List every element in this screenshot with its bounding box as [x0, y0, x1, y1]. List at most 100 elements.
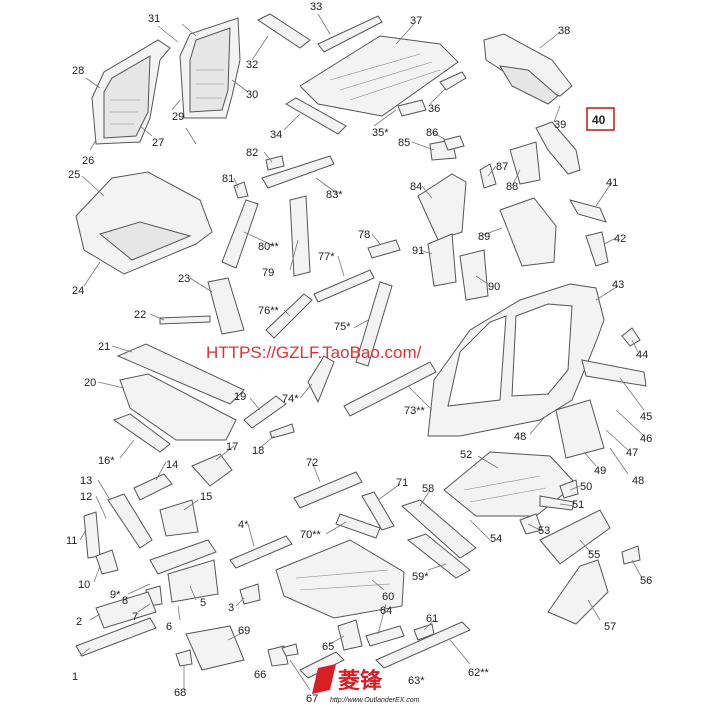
- label-22: 22: [134, 309, 146, 321]
- roof-panel: [299, 35, 459, 117]
- label-52: 52: [460, 449, 472, 461]
- label-79: 79: [262, 267, 274, 279]
- label-13: 13: [80, 475, 92, 487]
- side-reinforcements: [265, 269, 437, 417]
- brand-logo-mark: [312, 664, 336, 694]
- label-71: 71: [396, 477, 408, 489]
- label-85: 85: [398, 137, 410, 149]
- label-48-left: 48: [514, 431, 526, 443]
- label-77: 77*: [318, 251, 335, 263]
- label-28: 28: [72, 65, 84, 77]
- small-gusset: [239, 583, 261, 605]
- brand-logo: 菱锋 http://www.OutlanderEX.com: [312, 664, 420, 704]
- label-83: 83*: [326, 189, 343, 201]
- label-43: 43: [612, 279, 624, 291]
- label-5: 5: [200, 597, 206, 609]
- label-36: 36: [428, 103, 440, 115]
- label-4: 4*: [238, 519, 249, 531]
- label-50: 50: [580, 481, 592, 493]
- label-26: 26: [82, 155, 94, 167]
- label-49: 49: [594, 465, 606, 477]
- label-41: 41: [606, 177, 618, 189]
- label-73: 73**: [404, 405, 426, 417]
- dash-lower-member: [229, 535, 293, 569]
- label-76: 76**: [258, 305, 280, 317]
- leader-lines: [79, 13, 645, 691]
- roof-front-rail: [257, 13, 383, 135]
- label-9: 9*: [110, 589, 121, 601]
- a-pillar-reinforcements: [207, 195, 311, 335]
- crossmember-parts: [175, 619, 435, 671]
- label-40: 40: [592, 113, 606, 127]
- label-24: 24: [72, 285, 84, 297]
- instrument-panel-bar: [159, 315, 211, 325]
- tow-bracket: [621, 545, 641, 565]
- label-65: 65: [322, 641, 334, 653]
- rear-panel: [555, 359, 647, 459]
- fuel-filler-cap: [621, 327, 641, 347]
- label-56: 56: [640, 575, 652, 587]
- brand-logo-url: http://www.OutlanderEX.com: [330, 697, 420, 704]
- front-door-outer: [91, 39, 171, 145]
- tailgate: [483, 33, 573, 105]
- rear-wheelhouse: [417, 173, 557, 301]
- label-39: 39: [554, 119, 566, 131]
- label-69: 69: [238, 625, 250, 637]
- label-30: 30: [246, 89, 258, 101]
- brand-logo-text: 菱锋: [338, 668, 383, 693]
- label-75: 75*: [334, 321, 351, 333]
- rear-corner-brackets: [568, 199, 609, 267]
- label-45: 45: [640, 411, 652, 423]
- label-1: 1: [72, 671, 78, 683]
- front-bumper-beams: [75, 591, 157, 657]
- rear-floor-brackets: [519, 479, 579, 535]
- label-54: 54: [490, 533, 502, 545]
- label-82: 82: [246, 147, 258, 159]
- label-58: 58: [422, 483, 434, 495]
- label-14: 14: [166, 459, 178, 471]
- highlight-box-40: [586, 107, 615, 131]
- label-70: 70**: [300, 529, 322, 541]
- label-21: 21: [98, 341, 110, 353]
- label-48-right: 48: [632, 475, 644, 487]
- label-29: 29: [172, 111, 184, 123]
- label-78: 78: [358, 229, 370, 241]
- label-19: 19: [234, 391, 246, 403]
- label-91: 91: [412, 245, 424, 257]
- label-64: 64: [380, 605, 392, 617]
- label-80: 80**: [258, 241, 280, 253]
- label-89: 89: [478, 231, 490, 243]
- label-6: 6: [166, 621, 172, 633]
- label-46: 46: [640, 433, 652, 445]
- rear-side-inner-panel: [535, 121, 581, 175]
- label-38: 38: [558, 25, 570, 37]
- label-55: 55: [588, 549, 600, 561]
- label-25: 25: [68, 169, 80, 181]
- rear-side-member: [539, 509, 611, 625]
- label-86: 86: [426, 127, 438, 139]
- label-63: 63*: [408, 675, 425, 687]
- label-15: 15: [200, 491, 212, 503]
- label-16: 16*: [98, 455, 115, 467]
- label-8: 8: [122, 595, 128, 607]
- label-59: 59*: [412, 571, 429, 583]
- front-apron-parts: [133, 395, 295, 537]
- label-34: 34: [270, 129, 282, 141]
- body-side-outer: [427, 283, 605, 437]
- roof-side-rail: [261, 155, 335, 189]
- label-68: 68: [174, 687, 186, 699]
- label-3: 3: [228, 602, 234, 614]
- roof-bows: [397, 71, 467, 117]
- rear-door-outer: [179, 17, 241, 119]
- label-10: 10: [78, 579, 90, 591]
- wheelhouse-brackets: [429, 135, 541, 189]
- label-67: 67: [306, 693, 318, 705]
- cowl-panel: [116, 343, 245, 441]
- label-37: 37: [410, 15, 422, 27]
- floor-crossmembers: [293, 471, 395, 539]
- label-33: 33: [310, 1, 322, 13]
- front-side-member-parts: [83, 493, 219, 607]
- label-61: 61: [426, 613, 438, 625]
